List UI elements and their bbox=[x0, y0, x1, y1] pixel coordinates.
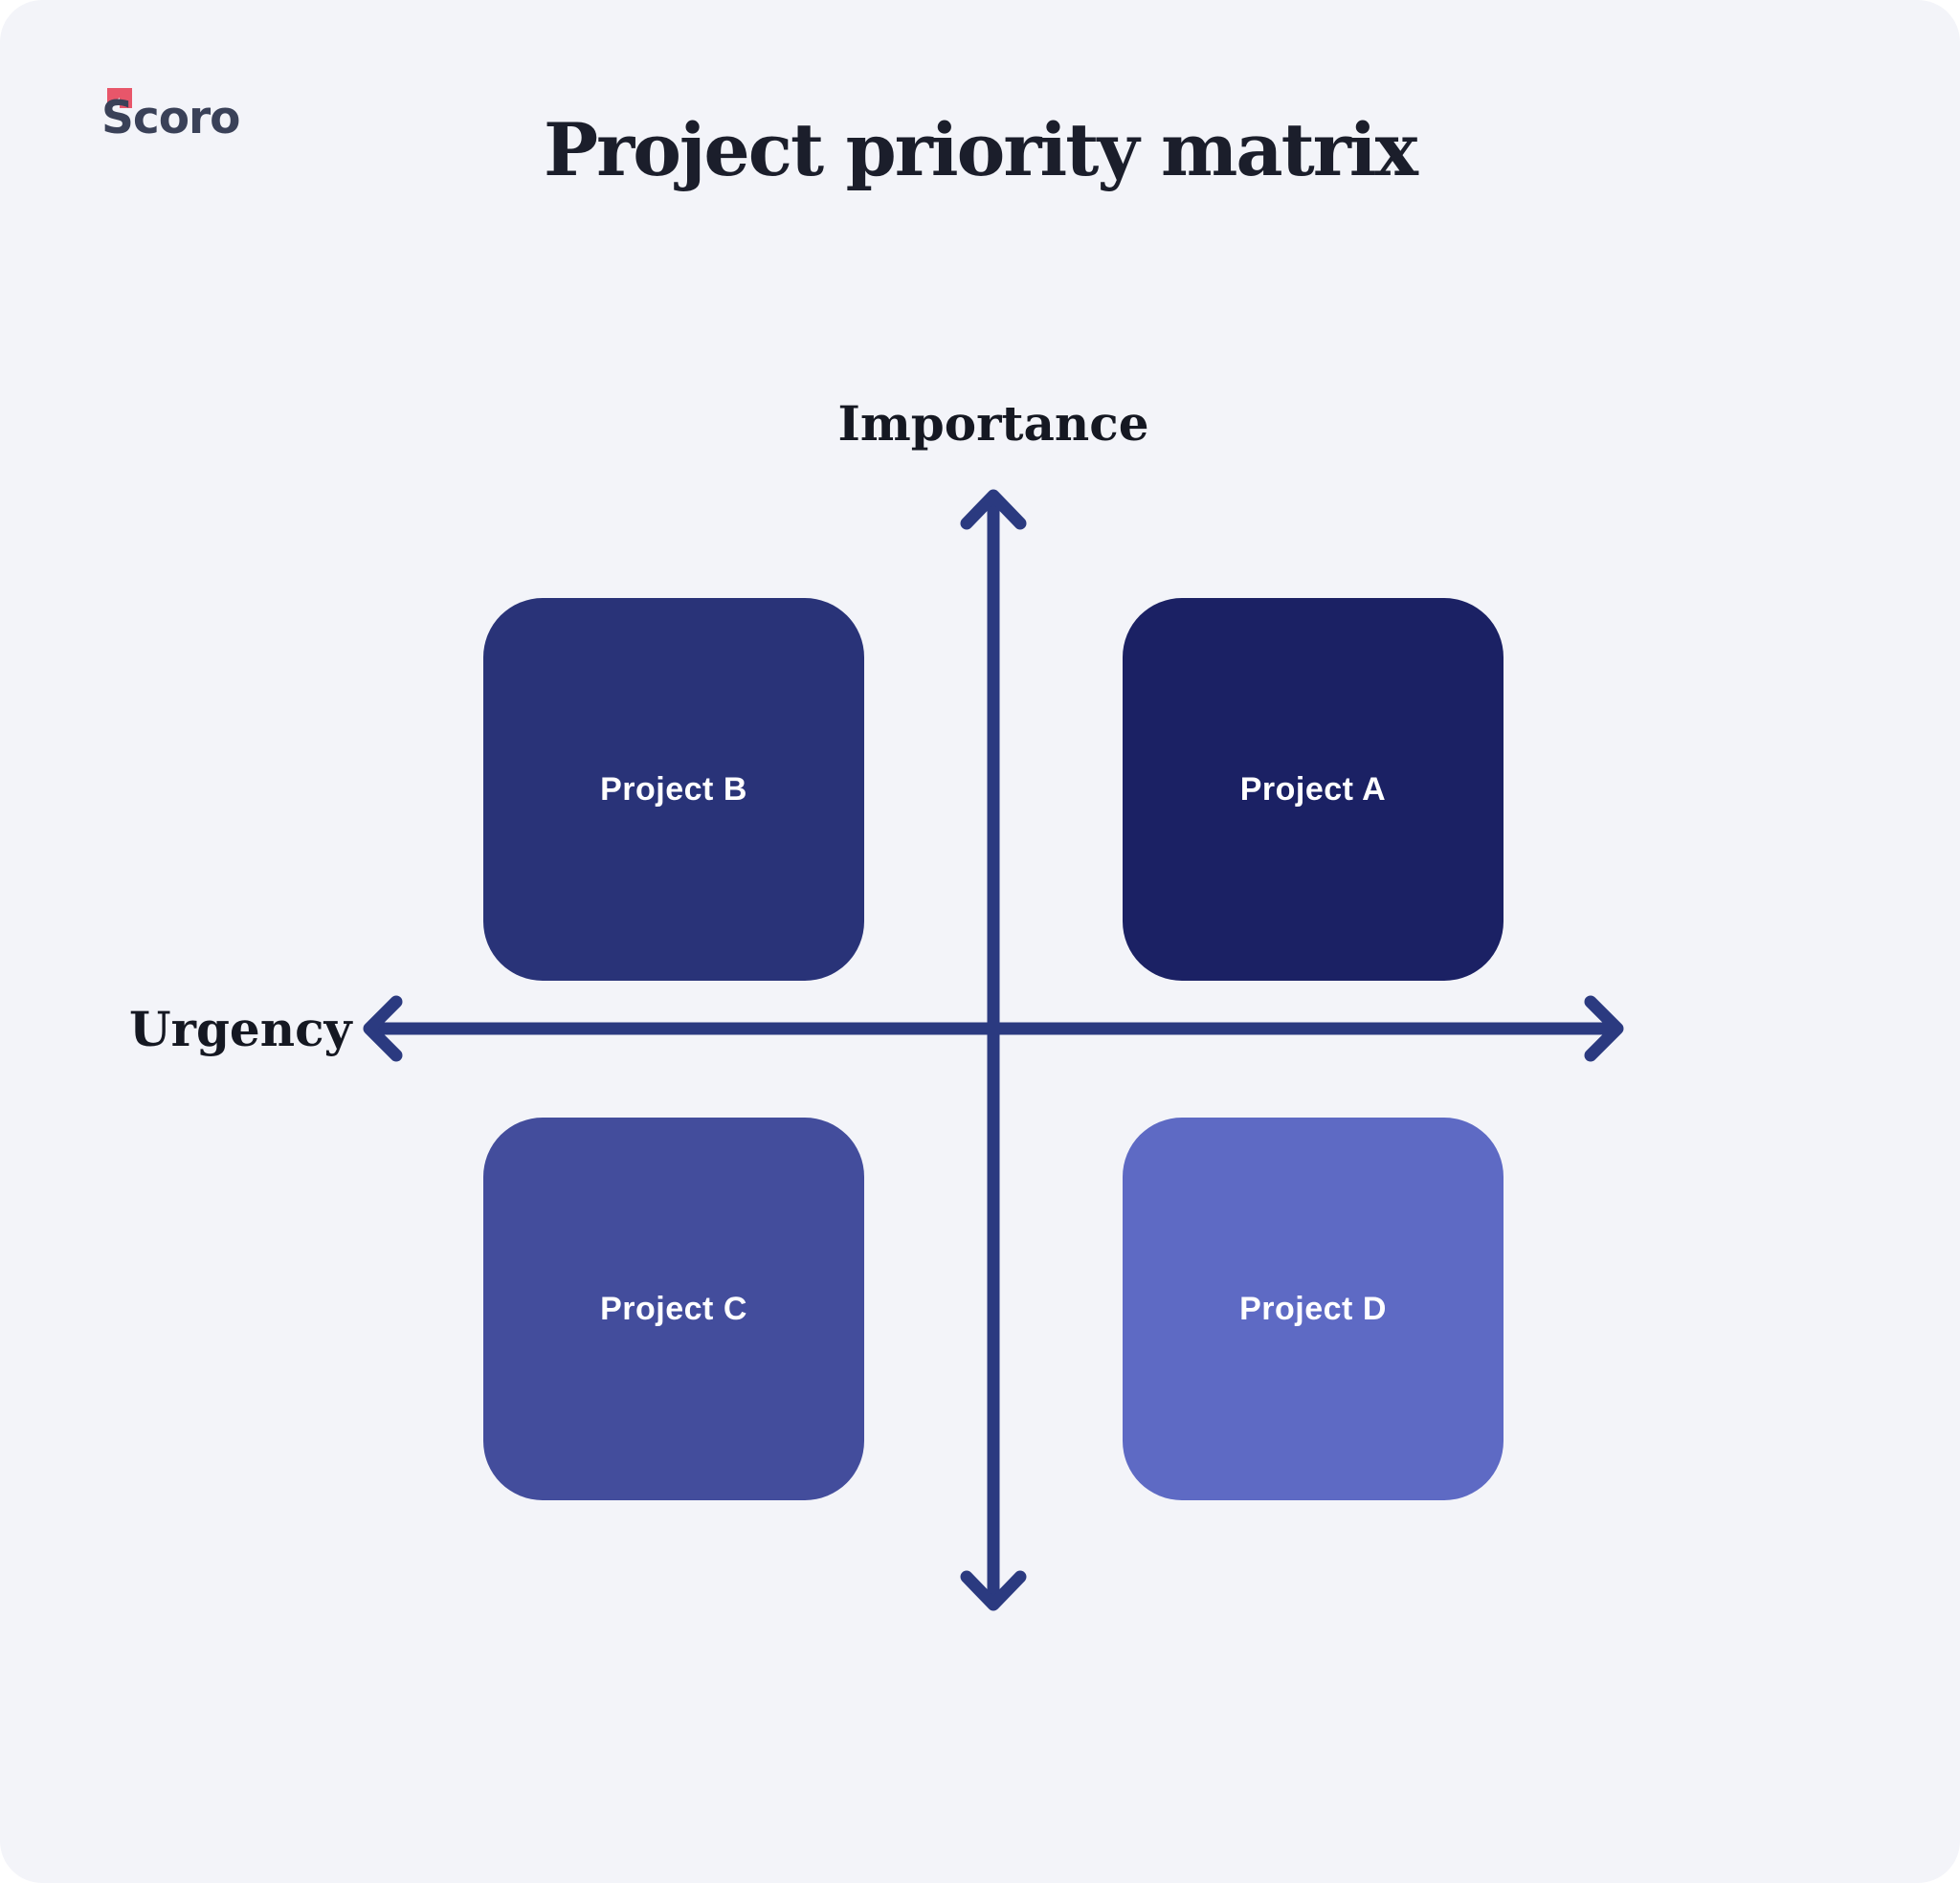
scoro-logo-arrow-icon bbox=[107, 88, 132, 108]
quadrant-label: Project D bbox=[1239, 1290, 1387, 1327]
arrowhead-up-icon bbox=[960, 489, 1027, 530]
arrowhead-right-icon bbox=[1584, 995, 1624, 1062]
quadrant-project-d: Project D bbox=[1123, 1118, 1503, 1500]
importance-axis-label: Importance bbox=[837, 395, 1149, 452]
urgency-axis-label: Urgency bbox=[129, 1001, 352, 1057]
scoro-logo: Scoro bbox=[96, 82, 268, 149]
quadrant-label: Project A bbox=[1239, 770, 1387, 808]
quadrant-project-c: Project C bbox=[483, 1118, 864, 1500]
scoro-logo-text: Scoro bbox=[101, 92, 240, 144]
arrowhead-down-icon bbox=[960, 1570, 1027, 1611]
quadrant-label: Project C bbox=[600, 1290, 747, 1327]
quadrant-project-b: Project B bbox=[483, 598, 864, 981]
page-title: Project priority matrix bbox=[544, 107, 1418, 192]
quadrant-label: Project B bbox=[600, 770, 747, 808]
quadrant-project-a: Project A bbox=[1123, 598, 1503, 981]
arrowhead-left-icon bbox=[363, 995, 403, 1062]
logo-arrow-shape bbox=[107, 88, 132, 108]
